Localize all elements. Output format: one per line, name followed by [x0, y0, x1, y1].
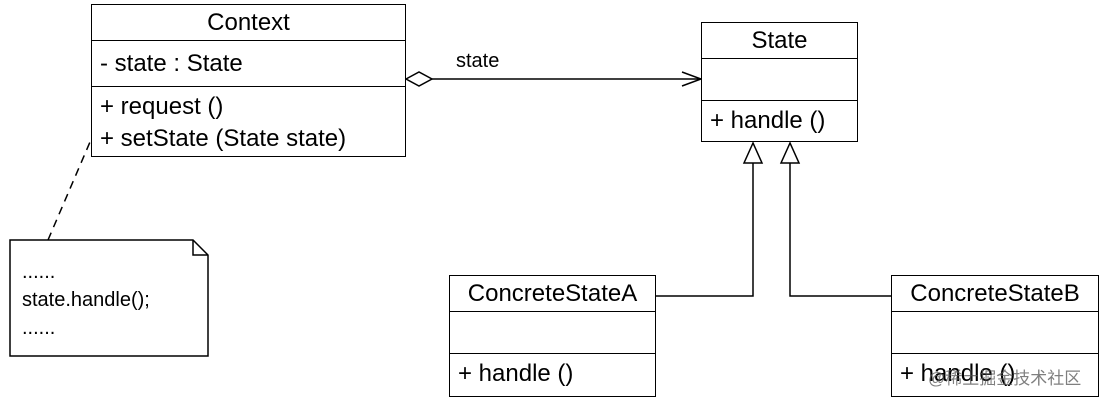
class-attributes	[702, 59, 857, 101]
generalization-line-a	[656, 163, 754, 297]
class-name: State	[702, 23, 857, 59]
class-operations: + handle ()	[892, 354, 1098, 390]
operation-row: + handle ()	[900, 360, 1016, 387]
class-operations: + handle ()	[450, 354, 655, 390]
operation-row: + setState (State state)	[100, 125, 347, 152]
context-class: Context - state : State + request () + s…	[91, 4, 406, 157]
operation-row: + handle ()	[458, 360, 574, 387]
class-name: ConcreteStateB	[892, 276, 1098, 312]
class-name: Context	[92, 5, 405, 41]
note-line: state.handle();	[22, 289, 150, 311]
concrete-state-a-class: ConcreteStateA + handle ()	[449, 275, 656, 397]
attribute-row: - state : State	[100, 50, 243, 77]
note-line: ......	[22, 261, 56, 283]
class-attributes	[450, 312, 655, 354]
generalization-arrow-b	[779, 141, 801, 164]
association-label: state	[456, 50, 500, 72]
class-operations: + handle ()	[702, 101, 857, 137]
note-text: ...... state.handle(); ......	[22, 258, 150, 342]
class-name: ConcreteStateA	[450, 276, 655, 312]
generalization-line-b	[789, 163, 891, 297]
aggregation-diamond	[404, 71, 434, 87]
operation-row: + handle ()	[710, 107, 826, 134]
generalization-arrow-a	[742, 141, 764, 164]
class-attributes: - state : State	[92, 41, 405, 87]
concrete-state-b-class: ConcreteStateB + handle ()	[891, 275, 1099, 397]
note-line: ......	[22, 317, 56, 339]
state-class: State + handle ()	[701, 22, 858, 142]
note-fold	[192, 240, 208, 256]
class-operations: + request () + setState (State state)	[92, 87, 405, 155]
note-shape	[9, 239, 209, 357]
operation-row: + request ()	[100, 93, 224, 120]
class-attributes	[892, 312, 1098, 354]
watermark: @稀土掘金技术社区	[928, 369, 1082, 388]
